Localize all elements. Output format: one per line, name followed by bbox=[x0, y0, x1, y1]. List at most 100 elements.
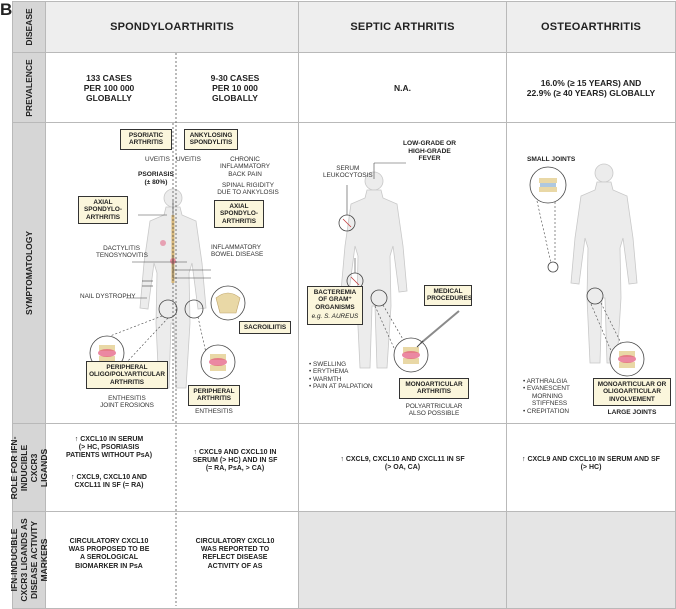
label-peripheral-arthritis: PERIPHERAL ARTHRITIS bbox=[188, 385, 240, 406]
polyarticular: POLYARTRICULAR ALSO POSSIBLE bbox=[399, 403, 469, 418]
text-line: INFLAMMATORY bbox=[211, 244, 262, 251]
label-line: AXIAL bbox=[93, 199, 113, 206]
row-header-symptomatology: SYMPTOMATOLOGY bbox=[12, 122, 46, 424]
prevalence-line: PER 10 000 bbox=[212, 82, 258, 93]
text-line: ALSO POSSIBLE bbox=[408, 410, 460, 418]
text-line: WAS REPORTED TO bbox=[200, 546, 270, 554]
row-header-markers-label: IFN-INDUCIBLE CXCR3 LIGANDS AS DISEASE A… bbox=[9, 518, 49, 601]
text-line: • EVANESCENT bbox=[523, 385, 570, 393]
markers-spa-as: CIRCULATORY CXCL10 WAS REPORTED TO REFLE… bbox=[175, 538, 295, 571]
uveitis-right: UVEITIS bbox=[176, 156, 201, 163]
text-line: CHRONIC bbox=[230, 156, 260, 163]
label-line: OF GRAM⁺ bbox=[318, 296, 352, 304]
role-septic: ↑ CXCL9, CXCL10 AND CXCL11 IN SF (> OA, … bbox=[298, 423, 507, 512]
markers-oa-empty bbox=[506, 511, 676, 609]
uveitis-left: UVEITIS bbox=[145, 156, 170, 163]
septic-body-figure bbox=[338, 162, 460, 373]
label-line: SPONDYLO- bbox=[84, 206, 122, 214]
disease-spondyloarthritis: SPONDYLOARTHRITIS bbox=[45, 1, 299, 53]
label-sacroiliitis: SACROILIITIS bbox=[239, 321, 291, 335]
label-psoriatic-arthritis: PSORIATIC ARTHRITIS bbox=[120, 129, 172, 150]
header-line: IFN-INDUCIBLE bbox=[9, 528, 19, 592]
dactylitis: DACTYLITIS TENOSYNOVITIS bbox=[96, 245, 148, 260]
label-line: AXIAL bbox=[229, 203, 249, 210]
text-line: (= RA, PsA, > CA) bbox=[205, 465, 265, 473]
label-line: BACTEREMIA bbox=[313, 289, 357, 296]
text-line: LEUKOCYTOSIS bbox=[323, 172, 373, 180]
text-line: CIRCULATORY CXCL10 bbox=[195, 538, 275, 545]
text-line: LOW-GRADE OR bbox=[403, 140, 456, 147]
spinal-rigidity: SPINAL RIGIDITY DUE TO ANKYLOSIS bbox=[209, 182, 287, 197]
text-line: BACK PAIN bbox=[228, 170, 262, 178]
label-monoarticular-arthritis: MONOARTICULAR ARTHRITIS bbox=[399, 378, 469, 399]
text-line: • WARMTH bbox=[309, 375, 342, 383]
text-line: ↑ CXCL9 AND CXCL10 IN SERUM AND SF bbox=[522, 456, 660, 463]
fever: LOW-GRADE OR HIGH-GRADE FEVER bbox=[403, 140, 456, 163]
label-line: ANKYLOSING bbox=[189, 132, 233, 139]
oa-signs: • ARTHRALGIA • EVANESCENT MORNING STIFFN… bbox=[523, 378, 570, 415]
small-joints: SMALL JOINTS bbox=[527, 156, 576, 163]
label-line: PERIPHERAL bbox=[193, 388, 235, 395]
text-line: • SWELLING bbox=[309, 361, 347, 368]
text-line: (> HC, PSORIASIS bbox=[78, 444, 140, 452]
symptomatology-row: SYMPTOMATOLOGY bbox=[12, 122, 676, 424]
row-header-prevalence-label: PREVALENCE bbox=[24, 58, 34, 117]
text-line: ↑ CXCL9 AND CXCL10 IN bbox=[193, 449, 277, 456]
label-line: ORGANISMS bbox=[315, 303, 355, 311]
label-line: OLIGO/POLYARTICULAR bbox=[89, 371, 165, 379]
label-line: INVOLVEMENT bbox=[609, 395, 655, 403]
text-line: CXCL11 IN SF (= RA) bbox=[74, 482, 144, 490]
prevalence-line: GLOBALLY bbox=[212, 92, 258, 103]
label-line: ARTHRITIS bbox=[196, 395, 232, 403]
row-header-disease-label: DISEASE bbox=[24, 8, 34, 46]
markers-row: IFN-INDUCIBLE CXCR3 LIGANDS AS DISEASE A… bbox=[9, 511, 676, 609]
large-joints: LARGE JOINTS bbox=[607, 409, 657, 416]
panel-letter: B bbox=[0, 0, 13, 19]
text-line: ↑ CXCL9, CXCL10 AND bbox=[71, 474, 147, 481]
prevalence-spa-as: 9-30 CASES PER 10 000 GLOBALLY bbox=[211, 73, 260, 103]
prevalence-line: GLOBALLY bbox=[86, 92, 132, 103]
label-line: ARTHRITIS bbox=[416, 388, 452, 396]
text-line: ↑ CXCL10 IN SERUM bbox=[74, 436, 144, 443]
enthesitis: ENTHESITIS bbox=[195, 408, 233, 415]
text-line: WAS PROPOSED TO BE bbox=[68, 546, 150, 554]
text-line: • PAIN AT PALPATION bbox=[309, 383, 373, 391]
comparison-table: DISEASE SPONDYLOARTHRITIS SEPTIC ARTHRIT… bbox=[9, 1, 676, 609]
label-line: MEDICAL bbox=[433, 288, 463, 295]
header-line: CXCR3 bbox=[29, 453, 39, 482]
text-line: SPINAL RIGIDITY bbox=[222, 182, 274, 189]
markers-spa: CIRCULATORY CXCL10 WAS PROPOSED TO BE A … bbox=[45, 511, 299, 609]
prevalence-line: 9-30 CASES bbox=[210, 72, 260, 83]
septic-signs: • SWELLING • ERYTHEMA • WARMTH • PAIN AT… bbox=[309, 361, 373, 391]
oa-body-figure bbox=[529, 163, 645, 377]
prevalence-row: PREVALENCE 133 CASES PER 100 000 GLOBALL… bbox=[12, 52, 676, 123]
text-line: ACTIVITY OF AS bbox=[207, 562, 263, 570]
header-line: CXCR3 LIGANDS AS bbox=[19, 518, 29, 602]
role-spa-as: ↑ CXCL9 AND CXCL10 IN SERUM (> HC) AND I… bbox=[175, 449, 295, 474]
label-line: PSORIATIC bbox=[128, 132, 164, 139]
role-spa-psa-serum: ↑ CXCL10 IN SERUM (> HC, PSORIASIS PATIE… bbox=[50, 436, 168, 461]
disease-osteoarthritis: OSTEOARTHRITIS bbox=[506, 1, 676, 53]
symptoms-septic: LOW-GRADE OR HIGH-GRADE FEVER SERUM LEUK… bbox=[298, 122, 507, 424]
psoriasis: PSORIASIS (± 80%) bbox=[138, 171, 174, 186]
disease-septic-arthritis: SEPTIC ARTHRITIS bbox=[298, 1, 507, 53]
text-line: • CREPITATION bbox=[523, 407, 570, 415]
prevalence-septic: N.A. bbox=[298, 52, 507, 123]
label-line: MONOARTICULAR bbox=[405, 381, 463, 388]
nail-dystrophy: NAIL DYSTROPHY bbox=[80, 293, 136, 300]
prevalence-line: 16.0% (≥ 15 YEARS) AND bbox=[540, 77, 642, 88]
text-line: CIRCULATORY CXCL10 bbox=[69, 538, 149, 545]
text-line: DUE TO ANKYLOSIS bbox=[217, 189, 279, 197]
text-line: BOWEL DISEASE bbox=[211, 251, 264, 259]
text-line: (> HC) bbox=[580, 464, 602, 472]
role-spa-psa-sf: ↑ CXCL9, CXCL10 AND CXCL11 IN SF (= RA) bbox=[50, 474, 168, 490]
chronic-back-pain: CHRONIC INFLAMMATORY BACK PAIN bbox=[209, 156, 281, 178]
text-line: PATIENTS WITHOUT PsA) bbox=[65, 452, 153, 460]
aureus-example: e.g. S. AUREUS bbox=[311, 313, 359, 321]
label-line: SPONDYLO- bbox=[220, 210, 258, 218]
role-oa: ↑ CXCL9 AND CXCL10 IN SERUM AND SF (> HC… bbox=[506, 423, 676, 512]
text-line: (± 80%) bbox=[144, 178, 168, 186]
label-axial-spa-right: AXIAL SPONDYLO- ARTHRITIS bbox=[214, 200, 264, 229]
label-line: OLIGOARTICULAR bbox=[603, 388, 661, 396]
markers-spa-psa: CIRCULATORY CXCL10 WAS PROPOSED TO BE A … bbox=[50, 538, 168, 571]
